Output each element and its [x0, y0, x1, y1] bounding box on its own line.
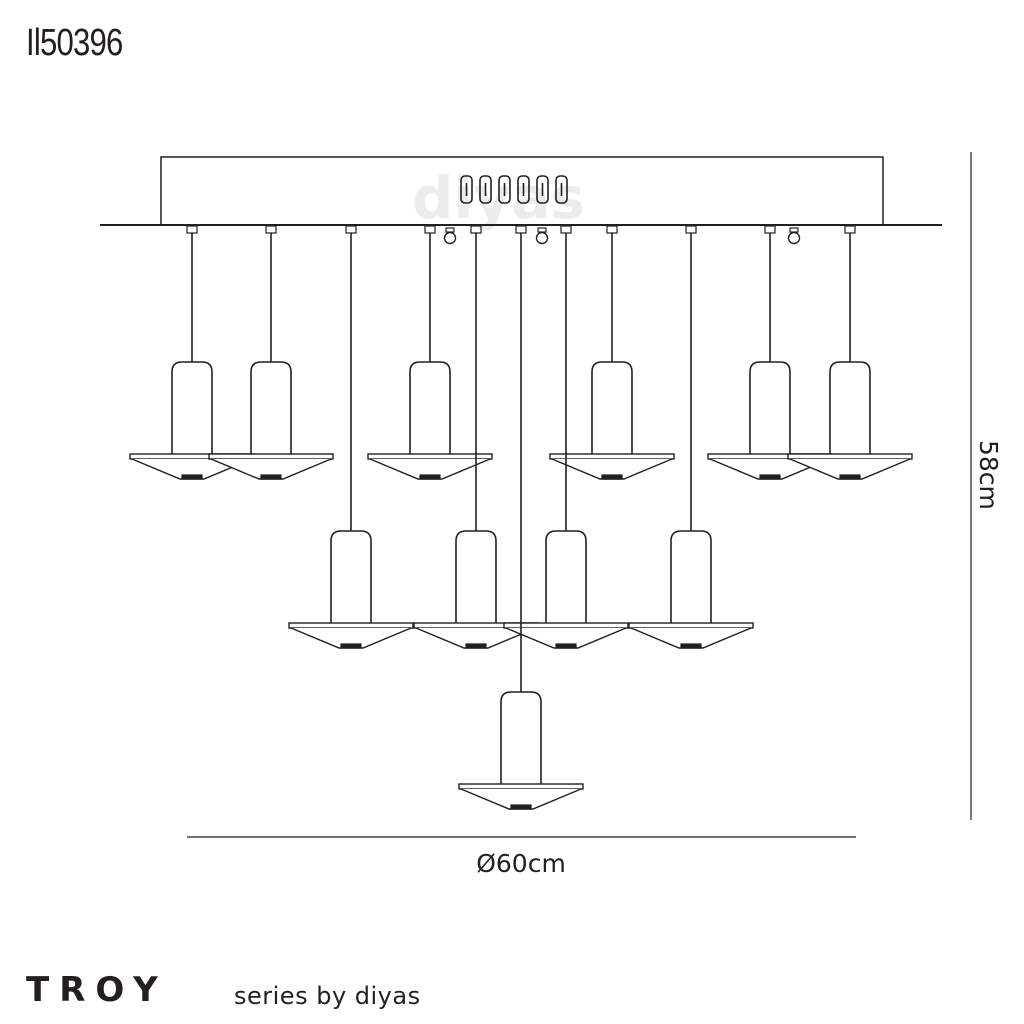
pendant-light-icon [458, 225, 584, 810]
ceiling-canopy-icon [100, 156, 942, 226]
pendants-group [129, 225, 913, 810]
pendant-light-icon [129, 225, 255, 480]
pendant-light-icon [413, 225, 539, 649]
pendant-light-icon [367, 225, 493, 480]
height-label: 58cm [974, 440, 1003, 510]
pendant-light-icon [503, 225, 629, 649]
pendant-light-icon [549, 225, 675, 480]
led-driver-icon [460, 175, 568, 204]
pendant-light-icon [707, 225, 833, 480]
series-tagline: series by diyas [234, 982, 421, 1010]
brand-name: TROY [26, 970, 168, 1010]
product-code: Il50396 [26, 22, 123, 64]
pendant-light-icon [628, 225, 754, 649]
pendant-light-icon [288, 225, 414, 649]
ceiling-fixings [443, 227, 801, 245]
pendant-light-icon [787, 225, 913, 480]
width-label: Ø60cm [476, 849, 566, 878]
pendant-light-icon [208, 225, 334, 480]
